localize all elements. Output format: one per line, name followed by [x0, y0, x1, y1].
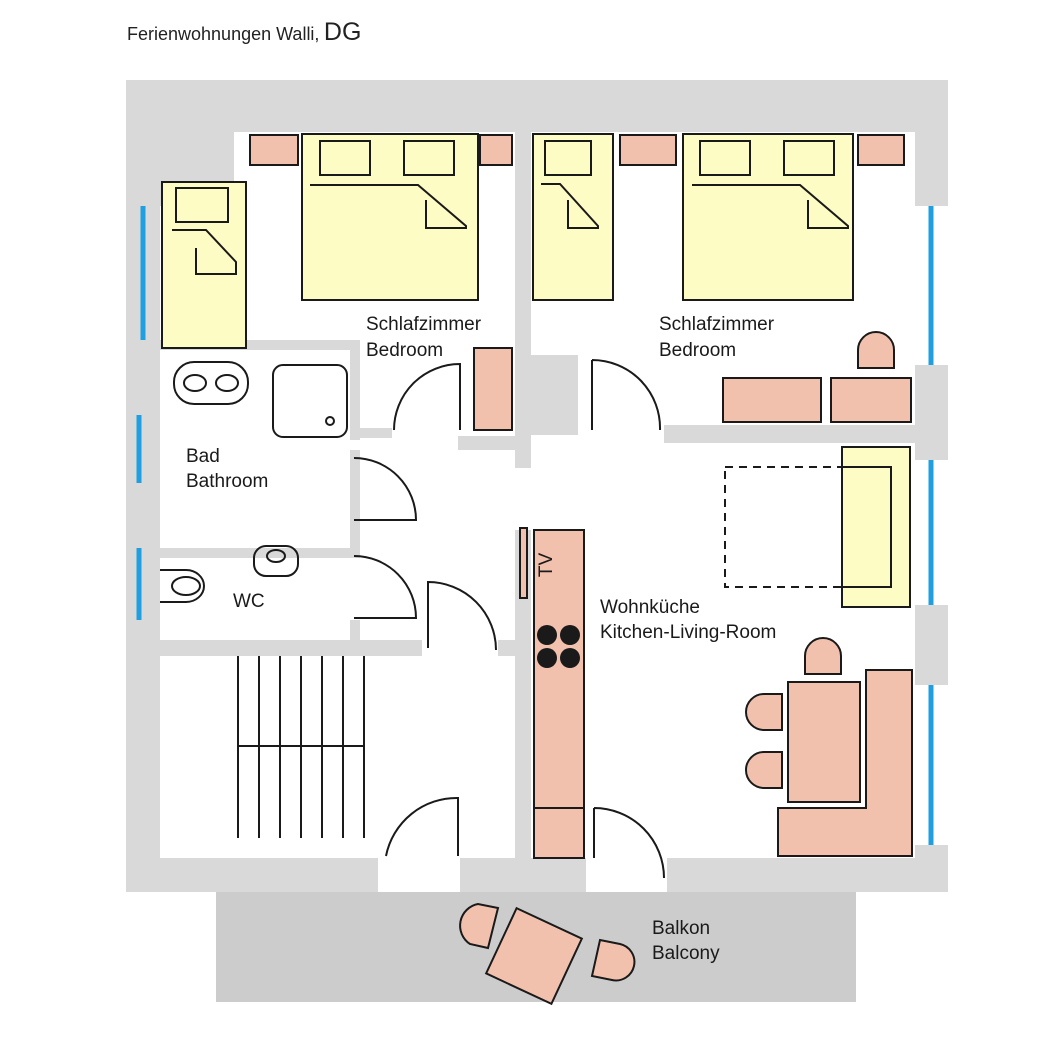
burner: [560, 648, 580, 668]
balcony-de: Balkon: [652, 918, 710, 939]
dining-chair: [745, 751, 783, 789]
room-labels: Schlafzimmer Bedroom Schlafzimmer Bedroo…: [186, 314, 776, 964]
dining-chair: [804, 637, 842, 675]
door-bedroom-left[interactable]: [393, 362, 461, 431]
balcony-furniture: [459, 902, 636, 1006]
kitchen-de: Wohnküche: [600, 597, 700, 618]
dresser: [722, 377, 822, 423]
balcony-chair: [590, 938, 636, 982]
pillows: [175, 140, 835, 223]
wc-label: WC: [233, 591, 265, 612]
balcony-table: [484, 906, 584, 1006]
balcony-chair: [459, 902, 500, 950]
nightstand: [479, 134, 513, 166]
pillow: [699, 140, 751, 176]
stove: [537, 625, 580, 668]
tv-label: TV: [536, 553, 557, 578]
door-wc[interactable]: [353, 555, 418, 619]
bathroom-de: Bad: [186, 446, 220, 467]
bedroom-left-en: Bedroom: [366, 340, 443, 361]
door-hall[interactable]: [427, 580, 497, 651]
door-bathroom[interactable]: [353, 457, 418, 521]
sofa-seat: [841, 466, 892, 588]
corner-bench: [777, 669, 913, 857]
shower: [272, 364, 348, 438]
windows: [136, 206, 934, 845]
sofa: [841, 446, 911, 608]
wardrobe-left: [473, 347, 513, 431]
toilet: [160, 569, 205, 603]
pillow: [175, 187, 229, 223]
double-sink: [173, 361, 249, 405]
toilet-seat: [171, 576, 201, 596]
burner: [560, 625, 580, 645]
nightstand: [249, 134, 299, 166]
pillow: [403, 140, 455, 176]
kitchen-counter-end: [533, 807, 585, 859]
doors[interactable]: [353, 359, 665, 879]
bedroom-left-de: Schlafzimmer: [366, 314, 482, 335]
plan-title: Ferienwohnungen Walli, DG: [127, 18, 361, 47]
tv: [519, 527, 528, 599]
nightstand: [857, 134, 905, 166]
dining-chair: [745, 693, 783, 731]
project-name: Ferienwohnungen Walli,: [127, 24, 320, 44]
desk: [830, 377, 912, 423]
shower-drain: [325, 416, 335, 426]
furniture: [249, 134, 913, 859]
sink-basin: [183, 374, 207, 392]
burner: [537, 648, 557, 668]
dining-table: [787, 681, 861, 803]
pillow: [544, 140, 592, 176]
wc-sink-basin: [266, 549, 286, 563]
desk-chair: [857, 331, 895, 369]
bedroom-right-en: Bedroom: [659, 340, 736, 361]
pillow: [783, 140, 835, 176]
floor-label: DG: [323, 18, 362, 46]
bathroom-fixtures: [160, 361, 348, 603]
door-bedroom-right[interactable]: [591, 359, 662, 431]
balcony-en: Balcony: [652, 943, 720, 964]
wc-sink: [253, 545, 299, 577]
bathroom-en: Bathroom: [186, 471, 268, 492]
door-balcony[interactable]: [593, 807, 665, 879]
burner: [537, 625, 557, 645]
nightstand: [619, 134, 677, 166]
kitchen-en: Kitchen-Living-Room: [600, 622, 776, 643]
sink-basin: [215, 374, 239, 392]
duvet-folds: [172, 183, 849, 275]
bedroom-right-de: Schlafzimmer: [659, 314, 775, 335]
door-entrance[interactable]: [385, 796, 459, 857]
pillow: [319, 140, 371, 176]
stairs: [237, 656, 365, 838]
